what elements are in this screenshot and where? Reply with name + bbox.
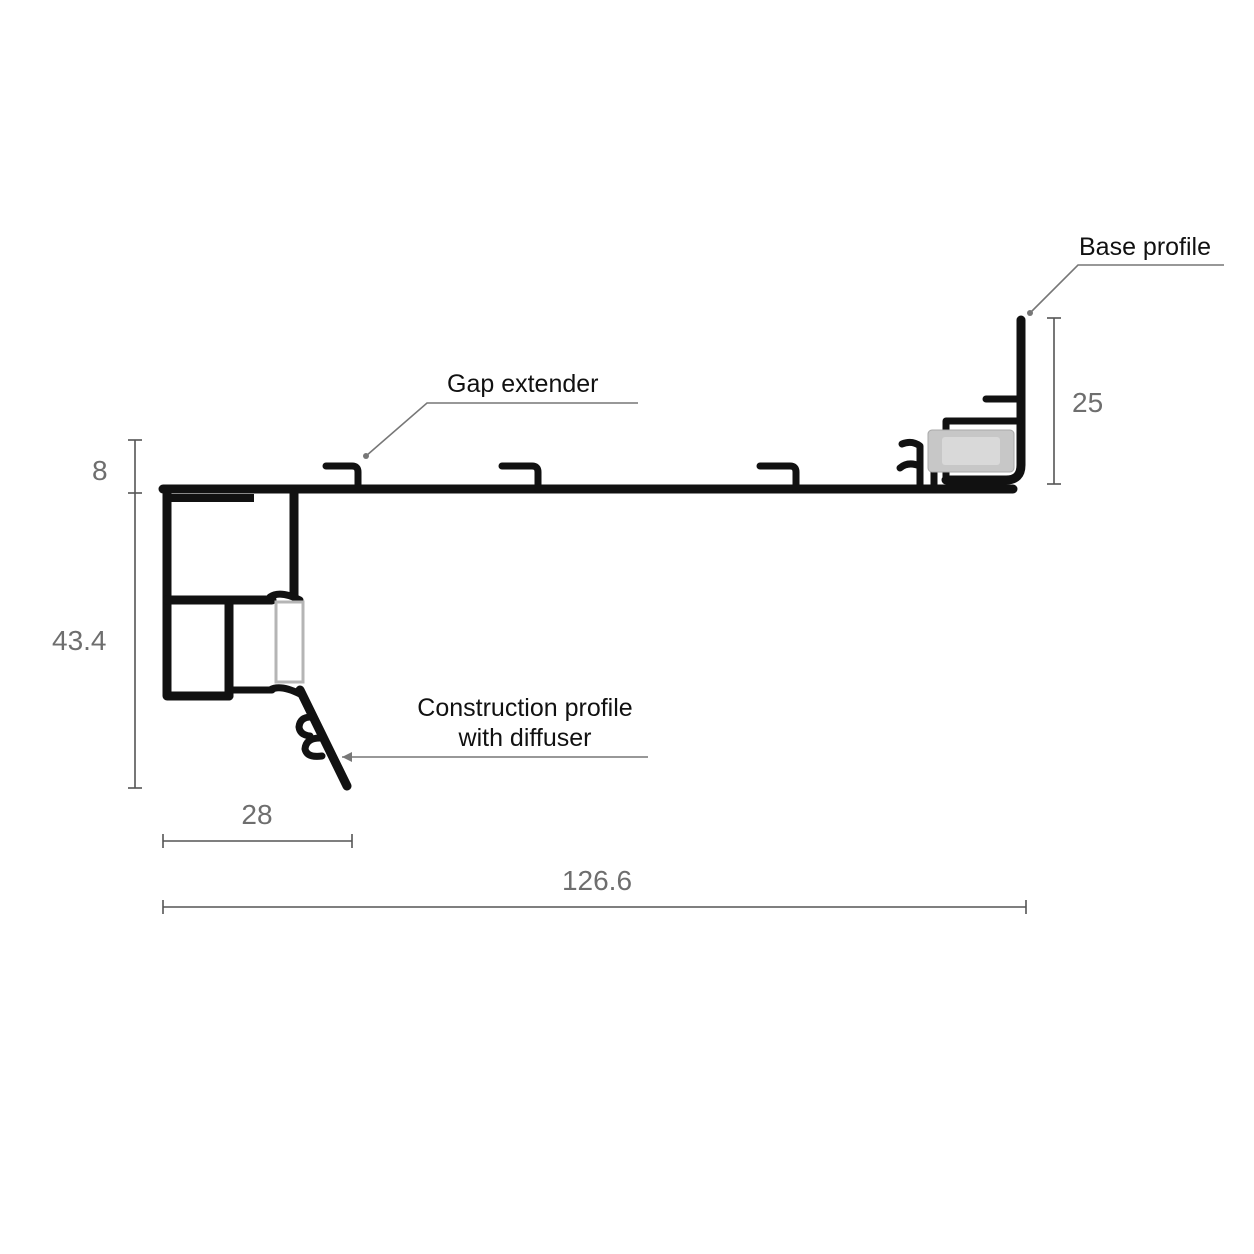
dimension-28: 28 xyxy=(241,799,272,830)
dimension-25: 25 xyxy=(1072,387,1103,418)
gap-extender-tabs xyxy=(322,462,800,493)
construction-profile-label-line2: with diffuser xyxy=(458,724,592,752)
dimension-lines xyxy=(128,317,1061,914)
diffuser xyxy=(274,600,305,684)
leader-lines xyxy=(342,264,1224,762)
dimension-8: 8 xyxy=(92,455,108,486)
base-horizontal-profile xyxy=(158,315,1026,494)
construction-profile-label-line1: Construction profile xyxy=(417,694,632,722)
gap-extender-label: Gap extender xyxy=(447,370,599,398)
dimension-43-4: 43.4 xyxy=(52,625,107,656)
dimension-126-6: 126.6 xyxy=(562,865,632,896)
construction-profile xyxy=(162,484,352,791)
led-insert xyxy=(927,429,1015,473)
base-profile-label: Base profile xyxy=(1079,233,1211,261)
